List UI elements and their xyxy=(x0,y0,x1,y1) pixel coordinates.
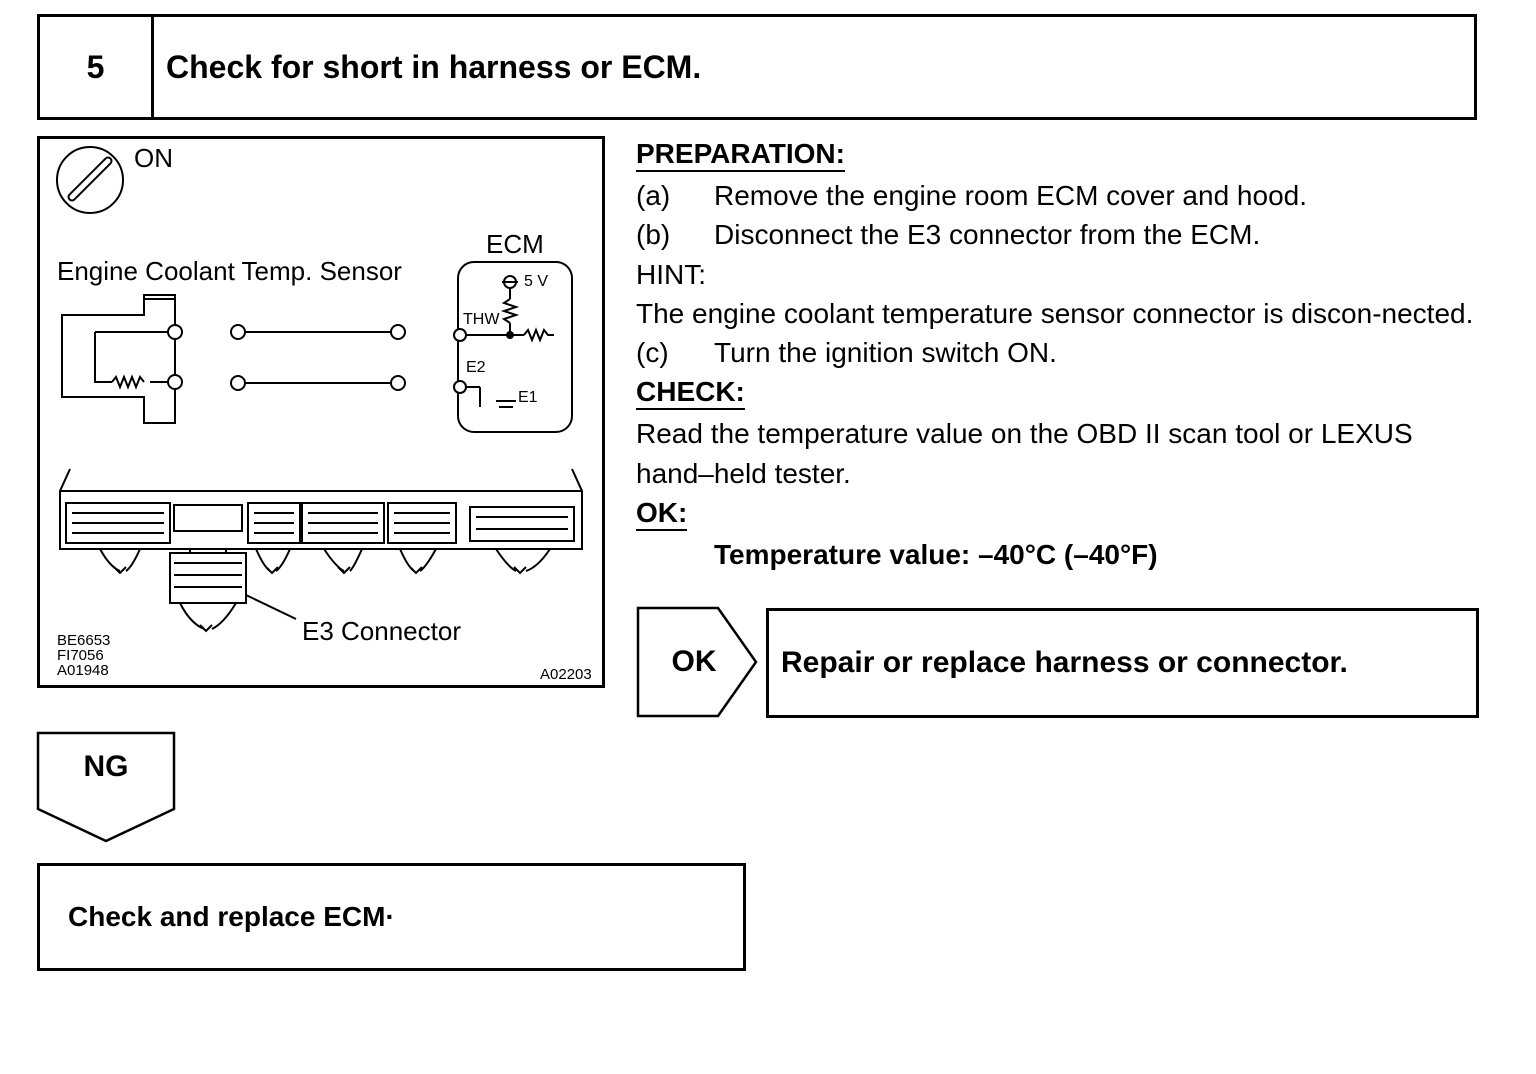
step-text: Remove the engine room ECM cover and hoo… xyxy=(714,180,1307,211)
ng-label: NG xyxy=(83,750,129,783)
e2-label: E2 xyxy=(466,359,486,376)
figure-code: FI7056 xyxy=(57,647,104,664)
figure-code: A01948 xyxy=(57,662,109,679)
check-heading: CHECK: xyxy=(636,375,745,411)
ecm-circuit-icon xyxy=(453,261,573,433)
figure-code: BE6653 xyxy=(57,632,111,649)
step-letter: (c) xyxy=(636,337,669,369)
ignition-switch-icon xyxy=(56,146,124,214)
step-letter: (a) xyxy=(636,180,671,211)
sensor-label: Engine Coolant Temp. Sensor xyxy=(57,256,402,286)
check-text: Read the temperature value on the OBD II… xyxy=(636,418,1413,489)
preparation-step: (b) Disconnect the E3 connector from the… xyxy=(636,215,1482,254)
step-header: 5 Check for short in harness or ECM. xyxy=(37,14,1477,120)
instructions: PREPARATION: (a) Remove the engine room … xyxy=(636,134,1482,574)
ng-arrow-shape xyxy=(36,731,176,843)
preparation-heading: PREPARATION: xyxy=(636,137,845,172)
e1-label: E1 xyxy=(518,389,538,406)
ignition-on-label: ON xyxy=(134,143,173,173)
step-number: 5 xyxy=(40,17,154,117)
ok-label: OK xyxy=(671,645,717,678)
ok-arrow-shape xyxy=(636,606,758,718)
hint-text: The engine coolant temperature sensor co… xyxy=(636,297,1474,329)
wiring-diagram: ON ECM Engine Coolant Temp. Sensor 5 V T… xyxy=(37,136,605,688)
figure-id: A02203 xyxy=(540,666,592,683)
preparation-step: (a) Remove the engine room ECM cover and… xyxy=(636,176,1482,215)
sensor-connector-icon xyxy=(61,294,183,424)
step-letter: (b) xyxy=(636,219,671,251)
ok-action-box: Repair or replace harness or connector. xyxy=(766,608,1479,718)
step-text: Turn the ignition switch ON. xyxy=(714,337,1057,369)
diagram-drawing xyxy=(56,146,583,633)
hint-heading: HINT: xyxy=(636,258,706,290)
step-title: Check for short in harness or ECM. xyxy=(166,48,702,85)
voltage-label: 5 V xyxy=(524,273,549,290)
ok-heading: OK: xyxy=(636,496,688,532)
ecm-connector-block-icon xyxy=(59,468,583,633)
e3-connector-label: E3 Connector xyxy=(302,616,461,646)
ng-action-box: Check and replace ECM· xyxy=(37,863,746,971)
step-text: Disconnect the E3 connector from the ECM… xyxy=(714,219,1261,251)
preparation-step: (c) Turn the ignition switch ON. xyxy=(636,333,1482,372)
ok-specification: Temperature value: –40°C (–40°F) xyxy=(714,539,1158,571)
ecm-label: ECM xyxy=(486,229,544,259)
thw-label: THW xyxy=(463,311,500,328)
